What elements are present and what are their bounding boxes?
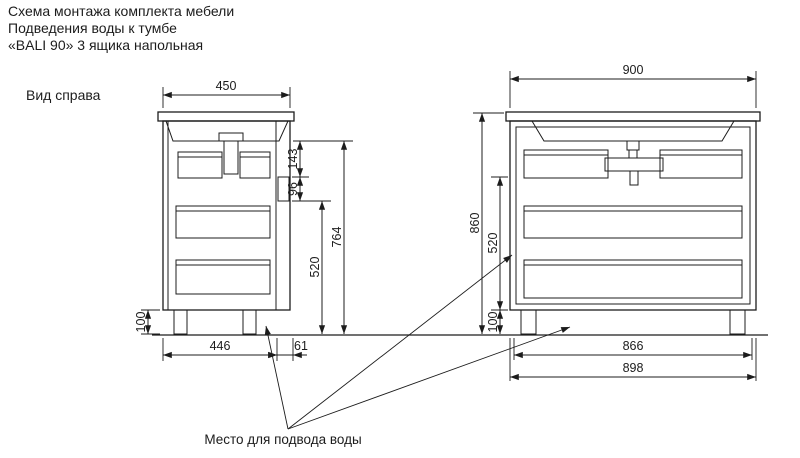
side-dim-764: 764 (330, 227, 344, 248)
front-view: 900 860 520 100 866 898 (468, 63, 761, 381)
side-drawer1-right (239, 151, 271, 179)
side-drain-flange (218, 132, 244, 142)
side-view: 450 143 96 520 764 100 446 61 (134, 79, 353, 361)
front-dim-866: 866 (623, 339, 644, 353)
side-handle (277, 176, 290, 202)
side-dim-61: 61 (294, 339, 308, 353)
water-leader-front-wall (287, 254, 513, 430)
title-line-2: Подведения воды к тумбе (8, 20, 177, 36)
front-drawer1-right (659, 149, 743, 179)
side-dim-143: 143 (286, 149, 300, 170)
side-drain-pipe (223, 140, 239, 175)
side-view-label: Вид справа (26, 87, 101, 103)
front-siphon-outlet (629, 170, 639, 186)
water-leader-front-floor (287, 326, 571, 430)
front-dim-900: 900 (623, 63, 644, 77)
side-dim-100: 100 (134, 312, 148, 333)
front-dim-520: 520 (486, 233, 500, 254)
front-drawer3 (523, 259, 743, 299)
side-leg-rear (173, 309, 188, 335)
title-line-3: «BALI 90» 3 ящика напольная (8, 37, 203, 53)
front-drain-neck (628, 149, 638, 159)
side-dim-96: 96 (286, 182, 300, 196)
front-dim-100: 100 (486, 312, 500, 333)
title-block: Схема монтажа комплекта мебели Подведени… (8, 3, 234, 53)
front-drawer2 (523, 205, 743, 239)
title-line-1: Схема монтажа комплекта мебели (8, 3, 234, 19)
front-leg-left (520, 309, 537, 335)
side-drawer1-left (177, 151, 223, 179)
front-basin (531, 120, 735, 142)
side-body-outline (162, 120, 291, 311)
side-leg-front (242, 309, 257, 335)
front-body-inner (515, 126, 751, 305)
water-note-label: Место для подвода воды (204, 432, 361, 447)
front-body-outline (509, 120, 757, 311)
side-dim-520: 520 (308, 257, 322, 278)
front-countertop (505, 111, 761, 122)
water-supply-annotation: Место для подвода воды (204, 254, 571, 447)
side-drawer3 (175, 259, 271, 295)
side-dim-446: 446 (210, 339, 231, 353)
front-dim-860: 860 (468, 213, 482, 234)
side-drawer2 (175, 205, 271, 239)
side-countertop (157, 111, 295, 122)
front-leg-right (729, 309, 746, 335)
side-basin-profile (165, 120, 289, 142)
front-drain-tailpiece (626, 140, 640, 151)
front-drawer1-left (523, 149, 609, 179)
water-leader-side (264, 325, 289, 430)
side-dim-450: 450 (216, 79, 237, 93)
front-siphon-body (604, 157, 664, 172)
front-dim-898: 898 (623, 361, 644, 375)
